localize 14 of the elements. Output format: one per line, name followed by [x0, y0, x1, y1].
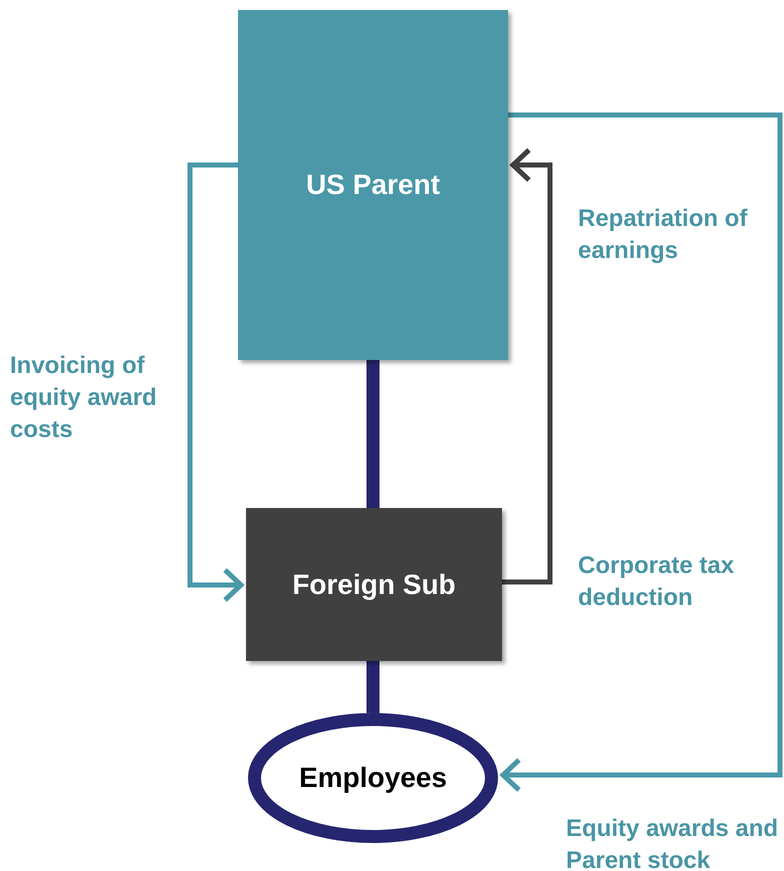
- arrow: [502, 148, 552, 584]
- arrow: [500, 112, 782, 792]
- note-label: Corporate tax deduction: [578, 551, 736, 613]
- node-label: Foreign Sub: [292, 568, 456, 600]
- node-label: Employees: [299, 762, 447, 794]
- arrow: [188, 162, 244, 602]
- node-label: US Parent: [306, 169, 440, 201]
- edge-label: Invoicing of equity award costs: [10, 351, 158, 445]
- edge-label: Repatriation of earnings: [578, 204, 748, 266]
- edge-label: Equity awards and Parent stock: [566, 814, 780, 871]
- parent-box: [238, 10, 508, 360]
- connector-line: [366, 360, 380, 508]
- connector-line: [366, 661, 380, 713]
- subsidiary-box: [246, 508, 502, 661]
